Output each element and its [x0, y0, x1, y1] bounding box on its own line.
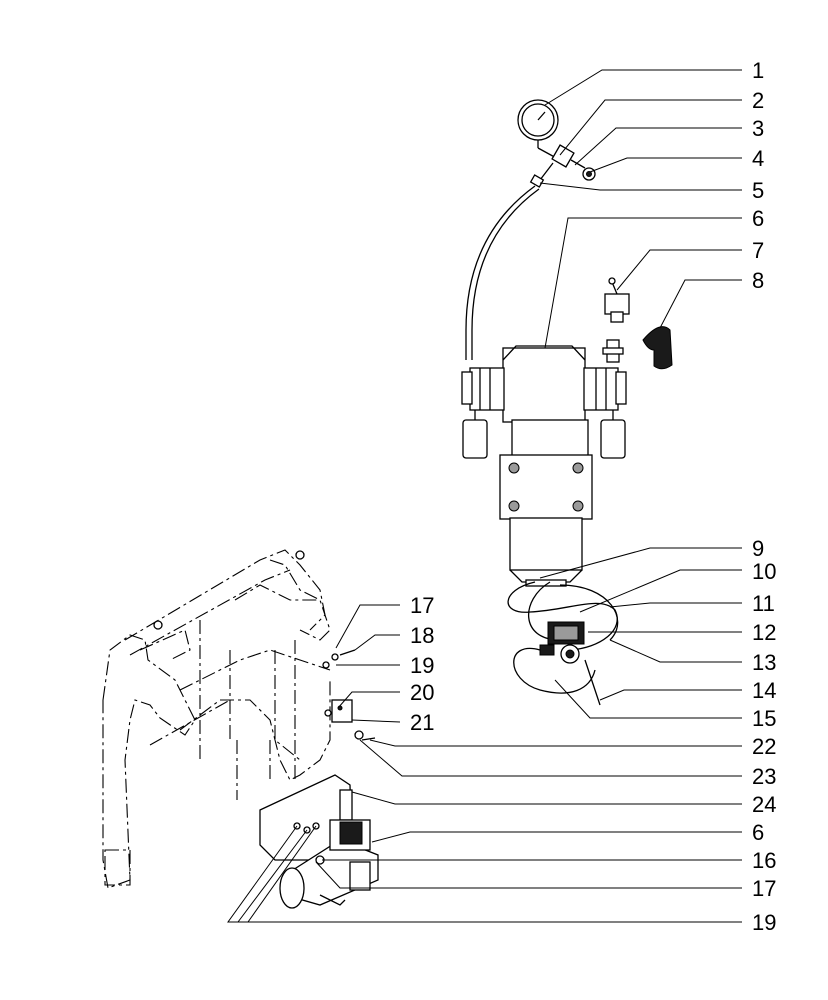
callout-4: 4: [752, 146, 764, 171]
callout-20: 20: [410, 680, 434, 705]
callout-11: 11: [752, 591, 775, 616]
callout-14: 14: [752, 678, 776, 703]
callout-16: 16: [752, 848, 776, 873]
fasteners-group-frame: [322, 649, 376, 741]
callout-labels: 1 2 3 4 5 6 7 8 9 10 11 12 13 14 15 17 1…: [410, 58, 776, 935]
callout-23: 23: [752, 764, 776, 789]
callout-22: 22: [752, 734, 776, 759]
callout-12: 12: [752, 620, 776, 645]
callout-13: 13: [752, 650, 776, 675]
callout-7: 7: [752, 238, 764, 263]
callout-9: 9: [752, 536, 764, 561]
callout-6-bottom: 6: [752, 820, 764, 845]
callout-17-frame: 17: [410, 593, 434, 618]
callout-21: 21: [410, 710, 434, 735]
elbow-connector: [642, 326, 673, 370]
mounting-frame: [102, 549, 331, 889]
callout-5: 5: [752, 178, 764, 203]
pump-assembly: [461, 339, 627, 587]
motor-unit: [259, 774, 379, 909]
callout-15: 15: [752, 706, 776, 731]
callout-19-frame: 19: [410, 653, 434, 678]
leader-lines: [227, 69, 742, 923]
callout-19-motor: 19: [752, 910, 776, 935]
callout-3: 3: [752, 116, 764, 141]
callout-17-motor: 17: [752, 876, 776, 901]
pressure-gauge: [517, 99, 561, 161]
callout-1: 1: [752, 58, 764, 83]
toggle-switch: [604, 277, 630, 323]
gauge-hose: [465, 185, 540, 360]
callout-8: 8: [752, 268, 764, 293]
callout-24: 24: [752, 792, 776, 817]
callout-10: 10: [752, 559, 776, 584]
callout-6-top: 6: [752, 206, 764, 231]
wiring-harness: [507, 581, 619, 706]
callout-18: 18: [410, 623, 434, 648]
callout-2: 2: [752, 88, 764, 113]
